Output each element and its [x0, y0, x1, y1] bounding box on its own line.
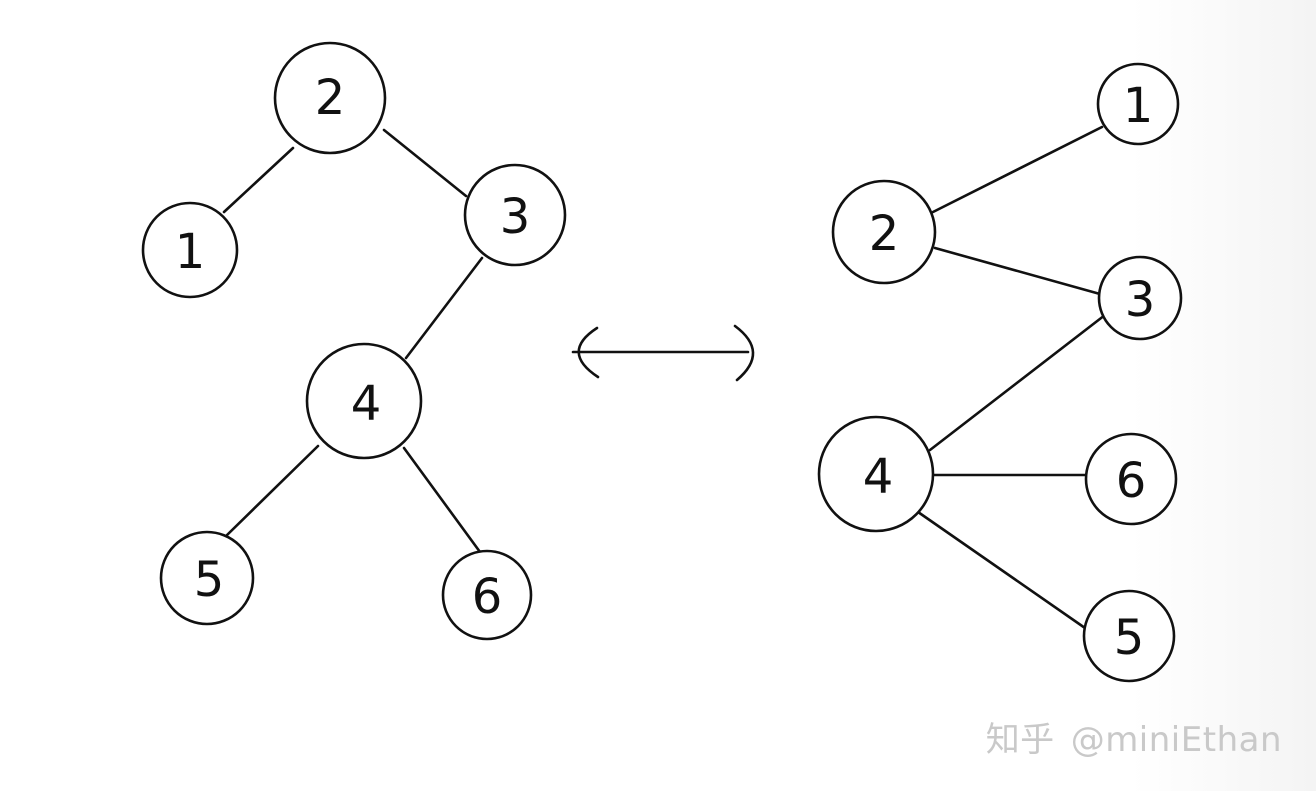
left-node-5-label: 5 [194, 552, 225, 608]
right-node-4: 4 [817, 415, 935, 533]
left-node-3-label: 3 [500, 189, 531, 245]
watermark: 知乎 @miniEthan [986, 712, 1282, 761]
right-node-5: 5 [1082, 589, 1176, 683]
left-tree-edges [222, 128, 484, 554]
right-node-6: 6 [1084, 432, 1178, 526]
left-node-4-label: 4 [351, 376, 382, 432]
watermark-brand: 知乎 [985, 720, 1055, 760]
edge-2-1-right [931, 125, 1104, 214]
right-node-2-label: 2 [869, 206, 900, 262]
right-node-3: 3 [1097, 255, 1183, 341]
double-headed-arrow-icon [571, 324, 755, 382]
watermark-author: @miniEthan [1070, 720, 1282, 760]
right-node-1-label: 1 [1123, 78, 1154, 134]
right-tree-edges [916, 125, 1107, 630]
left-node-2-label: 2 [315, 70, 346, 126]
left-node-2: 2 [273, 41, 387, 155]
right-node-6-label: 6 [1116, 453, 1147, 509]
edge-3-4 [404, 256, 484, 360]
right-node-1: 1 [1096, 62, 1180, 146]
left-tree-nodes: 2 1 3 4 5 6 [141, 41, 567, 641]
edge-2-1 [222, 146, 295, 214]
edge-2-3 [382, 128, 468, 198]
left-node-5: 5 [159, 530, 255, 626]
left-node-6: 6 [441, 549, 533, 641]
edge-2-3-right [933, 246, 1102, 296]
edge-3-4-right [928, 313, 1107, 452]
right-tree-nodes: 1 2 3 4 6 5 [817, 62, 1183, 683]
left-node-3: 3 [463, 163, 567, 267]
edge-4-6 [402, 446, 482, 554]
right-node-4-label: 4 [863, 449, 894, 505]
right-node-3-label: 3 [1125, 272, 1156, 328]
right-node-5-label: 5 [1114, 610, 1145, 666]
right-node-2: 2 [831, 179, 937, 285]
left-node-1-label: 1 [175, 224, 206, 280]
edge-4-5 [224, 444, 320, 538]
edge-4-5-right [916, 510, 1087, 630]
left-node-1: 1 [141, 201, 239, 299]
left-node-4: 4 [305, 342, 423, 460]
left-node-6-label: 6 [472, 569, 503, 625]
